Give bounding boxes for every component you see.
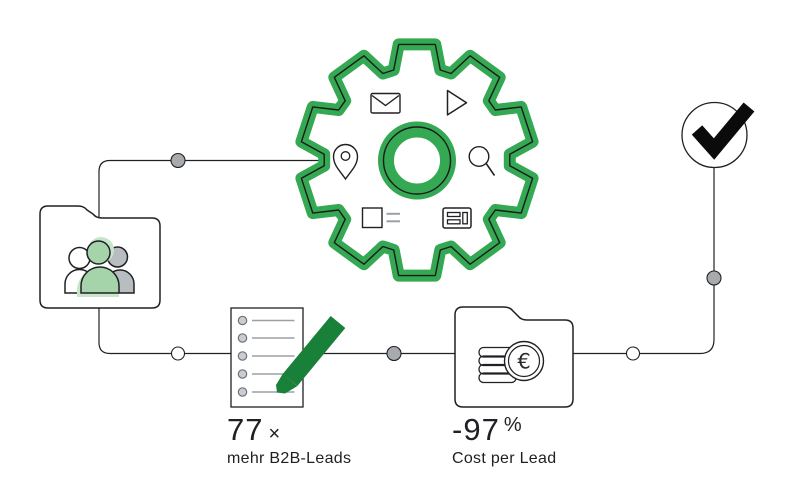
gear-hub-ring-green [378, 121, 456, 200]
gray-node [386, 345, 402, 362]
euro-symbol: € [517, 350, 530, 374]
connector-lines [98, 159, 715, 355]
play-icon [446, 89, 468, 116]
stat-leads-label: mehr B2B-Leads [227, 450, 352, 467]
gray-node [706, 270, 722, 286]
euro-coins-folder-icon: € [454, 306, 574, 408]
display-ad-icon [442, 207, 472, 229]
gear-hub-ring-thin [382, 126, 452, 195]
connector-path [98, 159, 715, 355]
location-pin-icon [332, 143, 359, 181]
connector-nodes [170, 152, 722, 362]
euro-coins-icon: € [478, 340, 545, 384]
gear-cog-icon [295, 38, 539, 282]
stat-cost: -97% Cost per Lead [452, 414, 556, 467]
checklist-pencil-icon [230, 307, 346, 408]
stat-cost-unit: % [503, 414, 522, 436]
stat-leads-value-row: 77× [227, 414, 351, 445]
stat-leads: 77× mehr B2B-Leads [227, 414, 351, 467]
stat-leads-value: 77 [227, 412, 264, 447]
checkmark-circle-icon [681, 101, 755, 169]
stat-cost-value: -97 [452, 412, 500, 447]
gear-outline-thin [300, 43, 534, 277]
pencil-icon [276, 315, 346, 394]
stat-leads-multiplier: × [268, 423, 281, 445]
search-icon [468, 145, 496, 176]
gray-node [170, 152, 186, 169]
document-lines-icon [361, 207, 400, 229]
audience-folder-icon [39, 205, 161, 309]
white-node [625, 346, 641, 361]
checklist-rows [237, 315, 295, 397]
stat-cost-label: Cost per Lead [452, 450, 557, 467]
white-node [170, 346, 186, 361]
envelope-icon [370, 92, 401, 114]
checkmark [691, 102, 755, 160]
people-group-icon [64, 237, 135, 297]
stat-cost-value-row: -97% [452, 414, 556, 445]
